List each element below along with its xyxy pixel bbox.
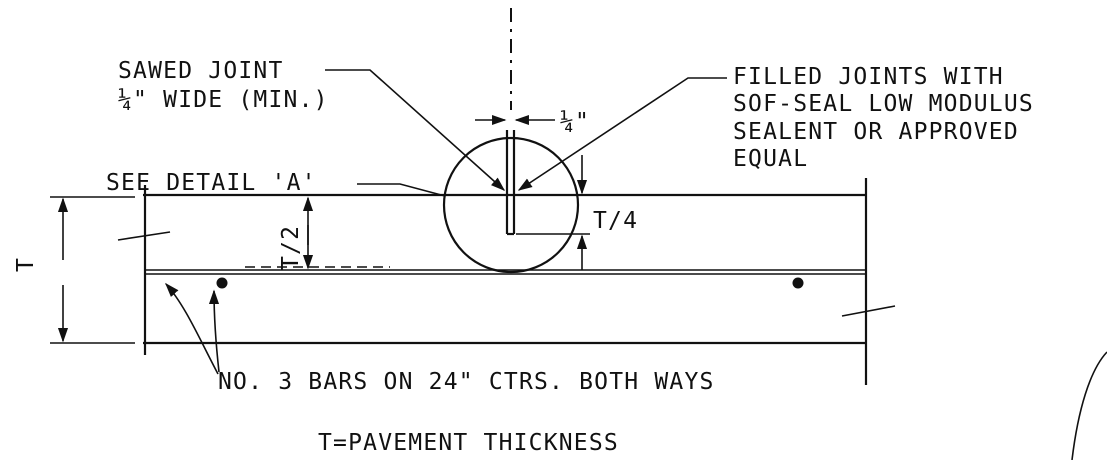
legend-label: T=PAVEMENT THICKNESS [318,430,619,456]
quarter-thickness-dimension [516,155,590,270]
sawed-joint-label: SAWED JOINT [118,58,284,84]
filled-joints-label-3: SEALENT OR APPROVED [733,119,1019,145]
filled-joints-label-2: SOF-SEAL LOW MODULUS [733,91,1034,117]
rebar-right [792,277,804,289]
half-thickness-label: T/2 [278,225,304,270]
see-detail-leader [357,183,446,197]
filled-joints-label-4: EQUAL [733,146,808,172]
pavement-slab [143,178,868,385]
joint-width-label: ¼" [560,109,590,135]
sawed-joint-width-label: ¼" WIDE (MIN.) [118,87,329,113]
break-marks [117,231,896,317]
quarter-thickness-label: T/4 [593,208,638,234]
detail-circle [442,136,580,274]
sawed-joint-slot [505,130,516,236]
rebar-left [216,277,228,289]
thickness-dimension [50,196,135,344]
bars-leader-left [165,282,219,375]
see-detail-label: SEE DETAIL 'A' [106,170,317,196]
filled-joints-leader [517,77,727,191]
bars-leader-right [208,289,220,373]
bars-note: NO. 3 BARS ON 24" CTRS. BOTH WAYS [218,369,715,395]
thickness-label: T [13,257,39,272]
adjacent-detail-arc [1071,351,1107,460]
filled-joints-label-1: FILLED JOINTS WITH [733,64,1004,90]
sawed-joint-leader [325,69,506,191]
